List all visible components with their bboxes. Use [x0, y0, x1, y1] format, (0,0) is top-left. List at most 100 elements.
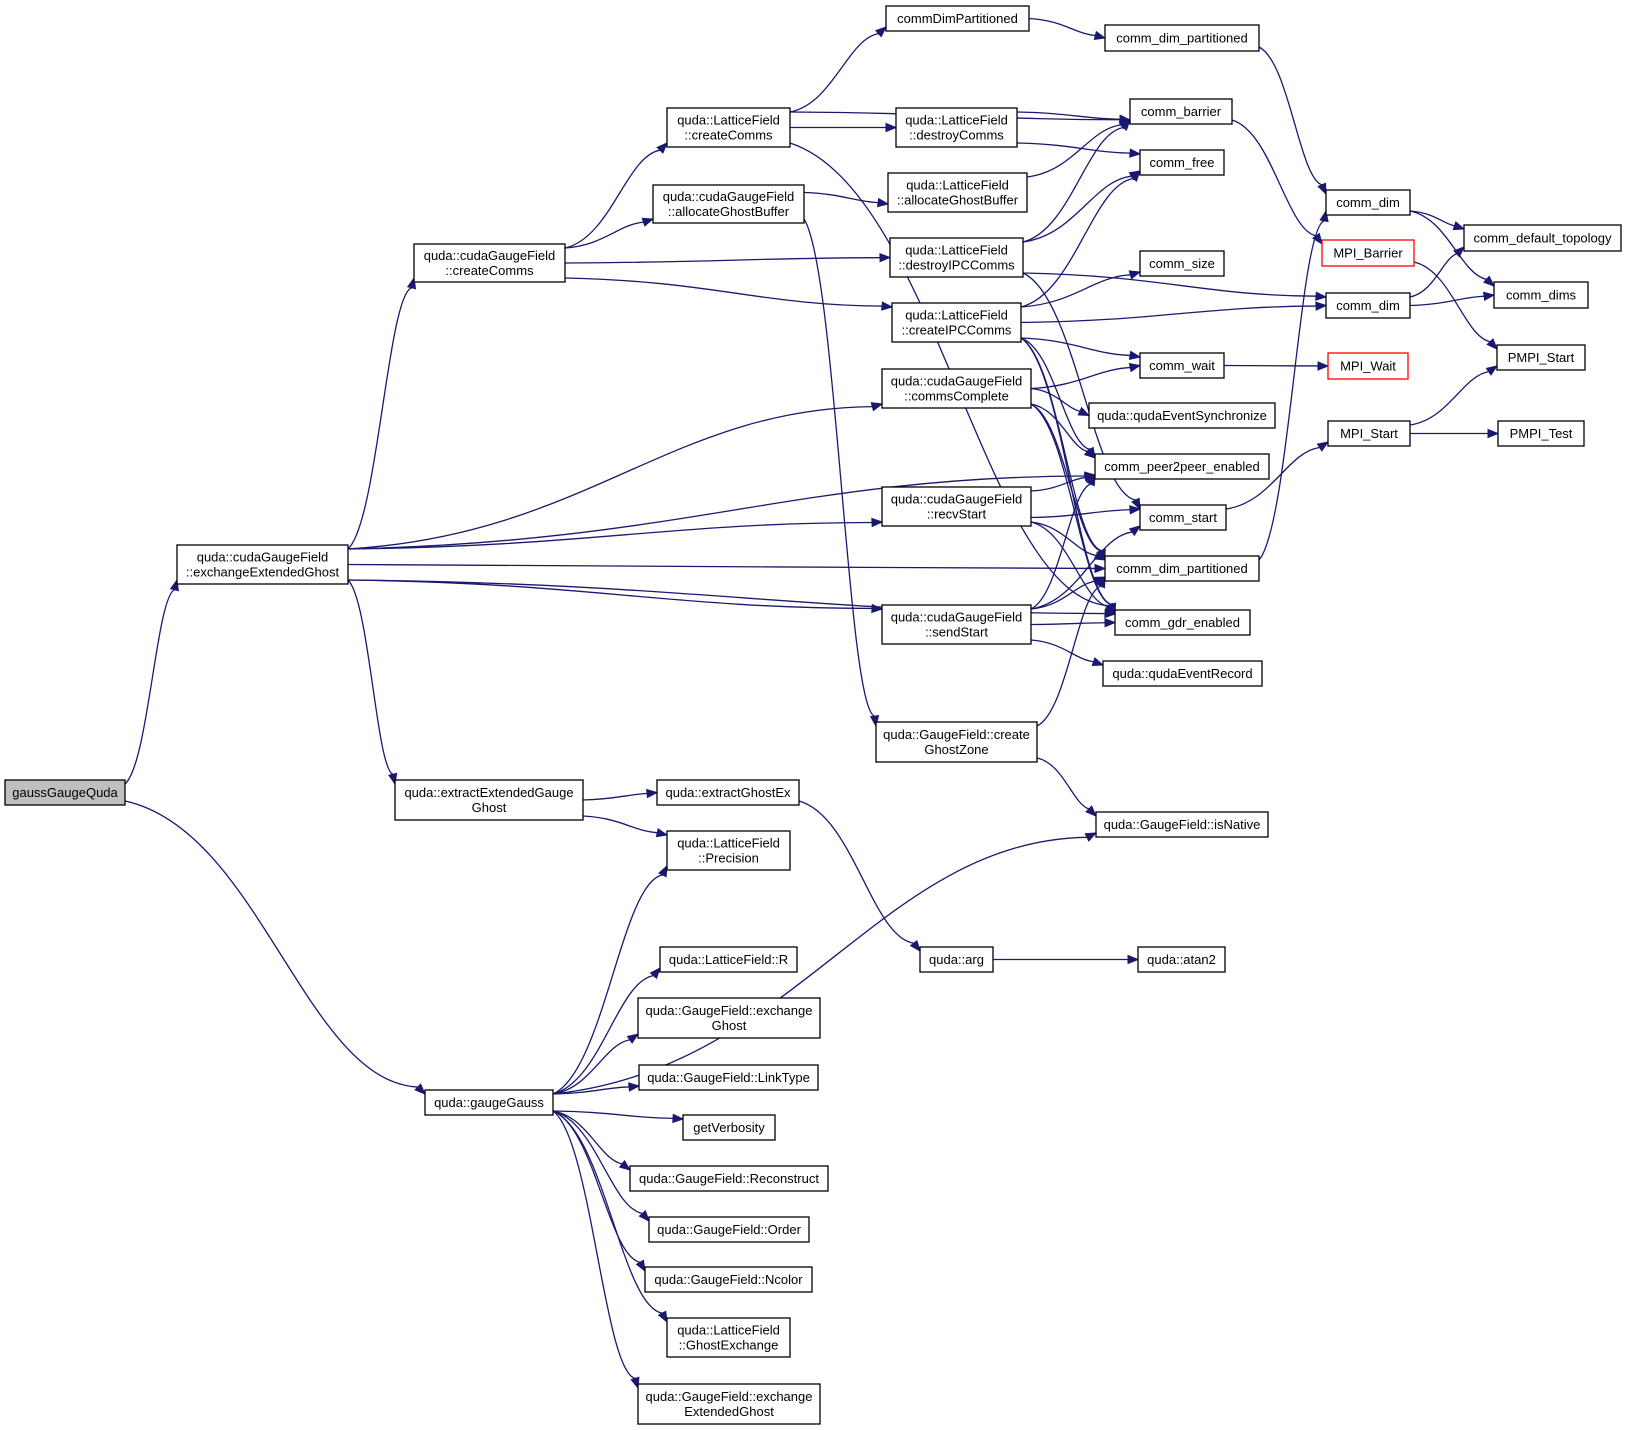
node-lf-r[interactable]: quda::LatticeField::R [659, 946, 798, 973]
node-comm-dim-partitioned-mid[interactable]: comm_dim_partitioned [1104, 555, 1260, 582]
edge-line [347, 579, 394, 775]
edge-line [1030, 531, 1133, 610]
node-cgf-allocate-ghost-buffer[interactable]: quda::cudaGaugeField::allocateGhostBuffe… [652, 184, 805, 224]
node-quda-event-record[interactable]: quda::qudaEventRecord [1102, 660, 1263, 687]
node-lf-destroy-ipccomms[interactable]: quda::LatticeField::destroyIPCComms [889, 237, 1024, 278]
node-comm-default-topology[interactable]: comm_default_topology [1463, 224, 1622, 252]
node-label: quda::cudaGaugeField [663, 189, 795, 204]
node-get-verbosity[interactable]: getVerbosity [682, 1114, 776, 1141]
edge-line [1030, 483, 1092, 610]
edge-arrowhead [635, 1259, 646, 1273]
node-gf-ncolor[interactable]: quda::GaugeField::Ncolor [644, 1266, 813, 1293]
node-label: quda::LatticeField [905, 308, 1008, 323]
call-edge [1030, 525, 1142, 610]
edge-line [1030, 403, 1112, 606]
node-gauge-gauss[interactable]: quda::gaugeGauss [424, 1089, 554, 1116]
node-mpi-start[interactable]: MPI_Start [1327, 420, 1411, 447]
edge-arrowhead [1317, 182, 1327, 196]
edge-line [1409, 253, 1457, 298]
call-edge [1022, 272, 1141, 511]
node-cgf-send-start[interactable]: quda::cudaGaugeField::sendStart [881, 604, 1032, 645]
node-mpi-wait[interactable]: MPI_Wait [1327, 352, 1409, 380]
edge-arrowhead [626, 1033, 640, 1044]
call-edge [1413, 261, 1498, 350]
node-box [1139, 352, 1225, 379]
call-edge [1030, 521, 1107, 561]
node-comm-size[interactable]: comm_size [1139, 250, 1225, 277]
node-pmpi-test[interactable]: PMPI_Test [1497, 420, 1585, 447]
node-label: quda::GaugeField::Ncolor [654, 1272, 803, 1287]
node-gf-reconstruct[interactable]: quda::GaugeField::Reconstruct [629, 1165, 829, 1192]
node-mpi-barrier[interactable]: MPI_Barrier [1321, 239, 1415, 267]
node-gauss-gauge-quda[interactable]: gaussGaugeQuda [4, 779, 126, 806]
edge-arrowhead [1128, 363, 1142, 373]
node-arg[interactable]: quda::arg [919, 946, 994, 973]
node-exchange-extended-ghost[interactable]: quda::cudaGaugeField::exchangeExtendedGh… [176, 544, 349, 585]
node-label: MPI_Barrier [1333, 246, 1403, 261]
call-edge [1028, 17, 1107, 40]
node-gf-link-type[interactable]: quda::GaugeField::LinkType [638, 1064, 819, 1091]
node-gf-is-native[interactable]: quda::GaugeField::isNative [1095, 811, 1269, 838]
node-label: ::sendStart [925, 625, 988, 640]
node-lf-ghost-exchange[interactable]: quda::LatticeField::GhostExchange [666, 1317, 791, 1358]
edge-arrowhead [1104, 618, 1117, 628]
node-comm-free[interactable]: comm_free [1139, 149, 1225, 176]
edge-arrowhead [1485, 365, 1499, 376]
node-lf-precision[interactable]: quda::LatticeField::Precision [666, 830, 791, 871]
node-label: quda::LatticeField [677, 113, 780, 128]
node-box [1094, 453, 1270, 480]
node-label: quda::qudaEventSynchronize [1097, 408, 1267, 423]
edge-line [552, 1110, 623, 1165]
node-comm-wait[interactable]: comm_wait [1139, 352, 1225, 379]
call-edge [803, 218, 880, 728]
edge-arrowhead [1131, 497, 1141, 511]
node-comm-dim-partitioned[interactable]: commDimPartitioned [885, 5, 1030, 32]
node-atan2[interactable]: quda::atan2 [1137, 946, 1226, 973]
edge-line [1030, 580, 1096, 610]
node-comm-barrier[interactable]: comm_barrier [1129, 98, 1233, 125]
node-label: quda::LatticeField::R [669, 952, 788, 967]
node-lf-destroy-comms[interactable]: quda::LatticeField::destroyComms [895, 107, 1018, 148]
edge-line [552, 1086, 630, 1095]
edge-line [803, 218, 875, 717]
node-comm-dims[interactable]: comm_dims [1493, 281, 1589, 309]
call-edge [1020, 169, 1141, 308]
node-cgf-comms-complete[interactable]: quda::cudaGaugeField::commsComplete [881, 368, 1032, 409]
edge-arrowhead [628, 1082, 641, 1092]
call-edge [347, 579, 398, 786]
edge-line [1022, 175, 1132, 243]
node-label: quda::GaugeField::isNative [1104, 817, 1261, 832]
node-lf-allocate-ghost-buffer[interactable]: quda::LatticeField::allocateGhostBuffer [887, 172, 1028, 213]
node-comm-gdr-enabled[interactable]: comm_gdr_enabled [1114, 609, 1251, 636]
node-lf-create-ipccomms[interactable]: quda::LatticeField::createIPCComms [891, 302, 1022, 343]
edge-line [124, 800, 418, 1088]
node-comm-dim-partitioned-top[interactable]: comm_dim_partitioned [1104, 24, 1260, 52]
node-pmpi-start[interactable]: PMPI_Start [1496, 344, 1586, 371]
edge-line [564, 257, 881, 264]
node-cgf-create-comms[interactable]: quda::cudaGaugeField::createComms [413, 243, 566, 283]
node-lf-create-comms[interactable]: quda::LatticeField::createComms [666, 107, 791, 148]
node-extract-ghost-ex[interactable]: quda::extractGhostEx [656, 779, 800, 806]
node-label: comm_dim_partitioned [1116, 31, 1248, 46]
node-label: comm_size [1149, 256, 1215, 271]
node-box [895, 107, 1018, 148]
node-comm-dim-b[interactable]: comm_dim [1325, 292, 1411, 319]
node-label: ::allocateGhostBuffer [668, 204, 790, 219]
edge-arrowhead [871, 517, 884, 528]
node-label: comm_gdr_enabled [1125, 615, 1240, 630]
node-quda-event-synchronize[interactable]: quda::qudaEventSynchronize [1088, 402, 1276, 429]
call-edge [1030, 505, 1142, 519]
node-comm-peer2peer-enabled[interactable]: comm_peer2peer_enabled [1094, 453, 1270, 480]
node-box [682, 1114, 776, 1141]
node-label: commDimPartitioned [897, 11, 1018, 26]
node-gf-exchange-extended-ghost[interactable]: quda::GaugeField::exchangeExtendedGhost [637, 1383, 821, 1425]
node-cgf-recv-start[interactable]: quda::cudaGaugeField::recvStart [881, 486, 1032, 527]
node-comm-dim-a[interactable]: comm_dim [1325, 189, 1411, 216]
edge-arrowhead [1315, 301, 1328, 311]
node-comm-start[interactable]: comm_start [1139, 504, 1227, 531]
node-gf-order[interactable]: quda::GaugeField::Order [648, 1216, 810, 1243]
